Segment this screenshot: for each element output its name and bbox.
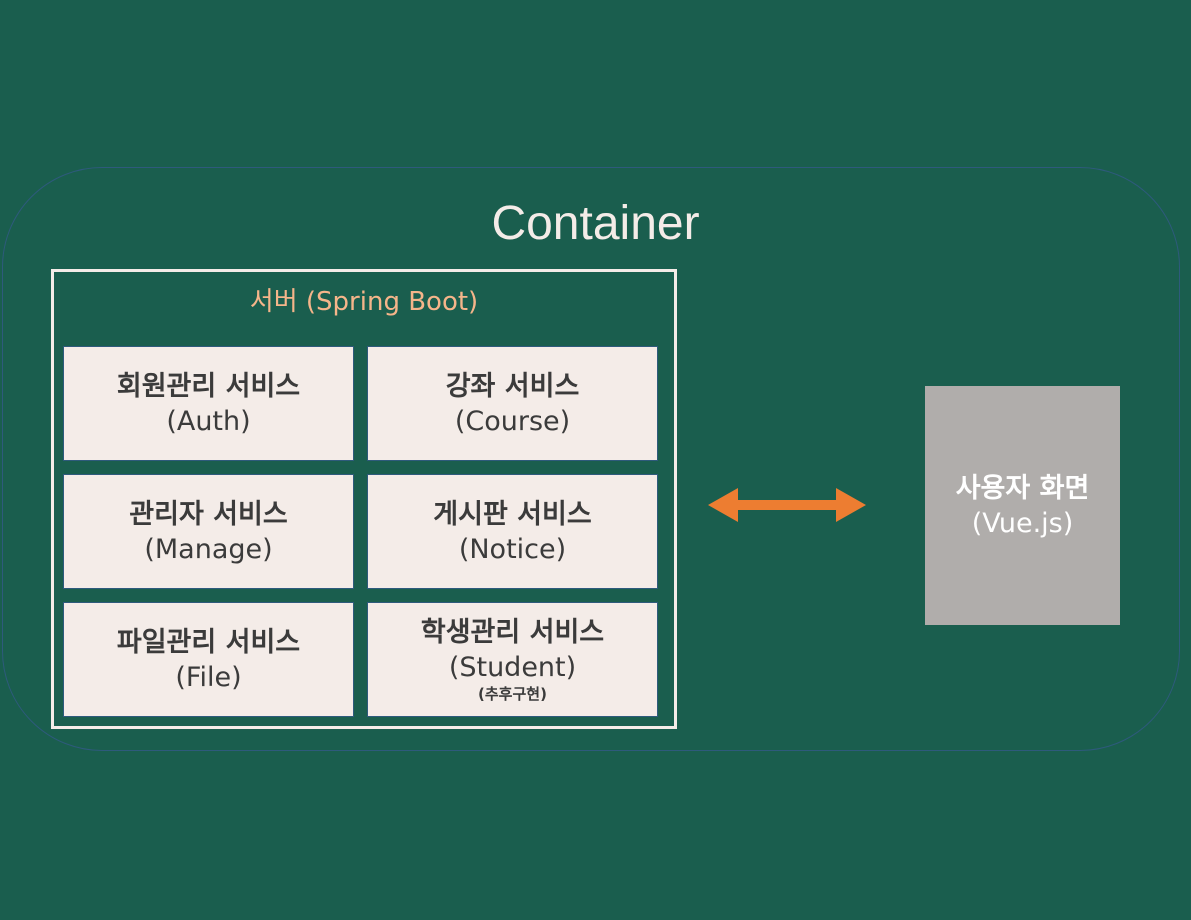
server-title: 서버 (Spring Boot): [249, 287, 479, 317]
service-name: 관리자 서비스: [129, 498, 288, 530]
service-manage: 관리자 서비스 (Manage): [63, 474, 354, 589]
service-code: (Student): [448, 652, 577, 683]
service-notice: 게시판 서비스 (Notice): [367, 474, 658, 589]
service-name: 강좌 서비스: [445, 370, 580, 402]
server-box: [51, 269, 677, 729]
service-code: (File): [175, 661, 242, 693]
frontend-code: (Vue.js): [971, 507, 1074, 539]
frontend-name: 사용자 화면: [955, 472, 1090, 504]
service-note: (추후구현): [478, 685, 547, 703]
service-code: (Course): [454, 405, 571, 437]
service-name: 게시판 서비스: [433, 498, 592, 530]
service-course: 강좌 서비스 (Course): [367, 346, 658, 461]
double-arrow-shape: [708, 488, 866, 522]
service-name: 회원관리 서비스: [116, 370, 301, 402]
container-title: Container: [491, 197, 700, 250]
service-auth: 회원관리 서비스 (Auth): [63, 346, 354, 461]
service-name: 학생관리 서비스: [420, 617, 605, 648]
frontend-box: 사용자 화면 (Vue.js): [925, 386, 1120, 625]
service-file: 파일관리 서비스 (File): [63, 602, 354, 717]
service-code: (Manage): [144, 533, 273, 565]
service-name: 파일관리 서비스: [116, 626, 301, 658]
double-arrow-icon: [708, 488, 866, 522]
service-code: (Notice): [458, 533, 567, 565]
service-code: (Auth): [166, 405, 251, 437]
container-boundary: [2, 167, 1180, 751]
service-student: 학생관리 서비스 (Student) (추후구현): [367, 602, 658, 717]
